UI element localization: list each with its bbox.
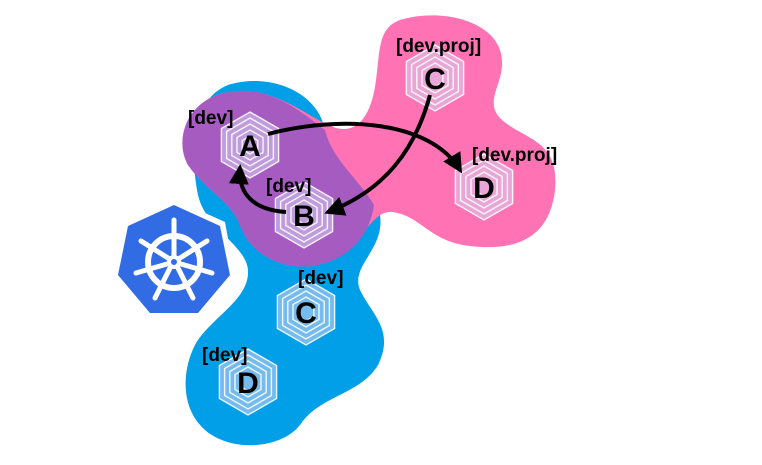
node-hexagon-ring xyxy=(465,165,503,209)
node-hexagon-ring xyxy=(290,199,318,231)
node-letter: B xyxy=(293,200,315,233)
node-hexagon-ring xyxy=(421,62,449,94)
node-B: B xyxy=(274,181,334,249)
node-hexagon-ring xyxy=(281,284,331,340)
namespace-label-A: [dev] xyxy=(188,108,233,129)
node-hexagon-ring xyxy=(459,159,509,215)
node-hexagon-ring xyxy=(236,129,264,161)
node-C-dev: C xyxy=(276,278,336,346)
node-hexagon-ring xyxy=(295,205,313,225)
node-hexagon-ring xyxy=(234,366,262,398)
node-hexagon-ring xyxy=(218,348,278,416)
node-hexagon-ring xyxy=(470,171,498,203)
node-hexagon-ring xyxy=(410,50,460,106)
node-D-dev: D xyxy=(218,348,278,416)
namespace-label-C-dev-proj: [dev.proj] xyxy=(396,36,481,57)
node-hexagon xyxy=(455,154,513,220)
kubernetes-helm-wheel-icon xyxy=(112,199,235,318)
node-hexagon-ring xyxy=(287,290,325,334)
node-hexagon-ring xyxy=(229,360,267,404)
node-hexagon-ring xyxy=(426,68,444,88)
node-hexagon-ring xyxy=(292,296,320,328)
node-hexagon-ring xyxy=(475,177,493,197)
node-hexagon xyxy=(406,45,464,111)
node-hexagon-ring xyxy=(416,56,454,100)
node-hexagon xyxy=(219,349,277,415)
node-letter: D xyxy=(237,367,259,400)
node-hexagon-ring xyxy=(405,44,465,112)
node-letter: C xyxy=(424,63,446,96)
node-hexagon xyxy=(275,182,333,248)
edge-B-to-A xyxy=(228,164,287,214)
node-hexagon-ring xyxy=(297,302,315,322)
node-hexagon-ring xyxy=(239,372,257,392)
namespace-label-D-dev: [dev] xyxy=(202,345,247,366)
node-C-dev-proj: C xyxy=(405,44,465,112)
node-D-dev-proj: D xyxy=(454,153,514,221)
node-letter: C xyxy=(295,297,317,330)
node-hexagon-ring xyxy=(220,111,280,179)
node-A: A xyxy=(220,111,280,179)
node-hexagon xyxy=(277,279,335,345)
edge-C-to-B xyxy=(324,94,432,216)
node-hexagon-ring xyxy=(223,354,273,410)
namespace-label-D-dev-proj: [dev.proj] xyxy=(472,145,557,166)
node-hexagon xyxy=(221,112,279,178)
namespace-label-C-dev: [dev] xyxy=(298,268,343,289)
node-hexagon-ring xyxy=(241,135,259,155)
node-hexagon-ring xyxy=(276,278,336,346)
node-letter: D xyxy=(473,172,495,205)
namespace-label-B: [dev] xyxy=(266,176,311,197)
node-hexagon-ring xyxy=(285,193,323,237)
node-letter: A xyxy=(239,130,261,163)
edge-A-to-D xyxy=(267,121,463,174)
